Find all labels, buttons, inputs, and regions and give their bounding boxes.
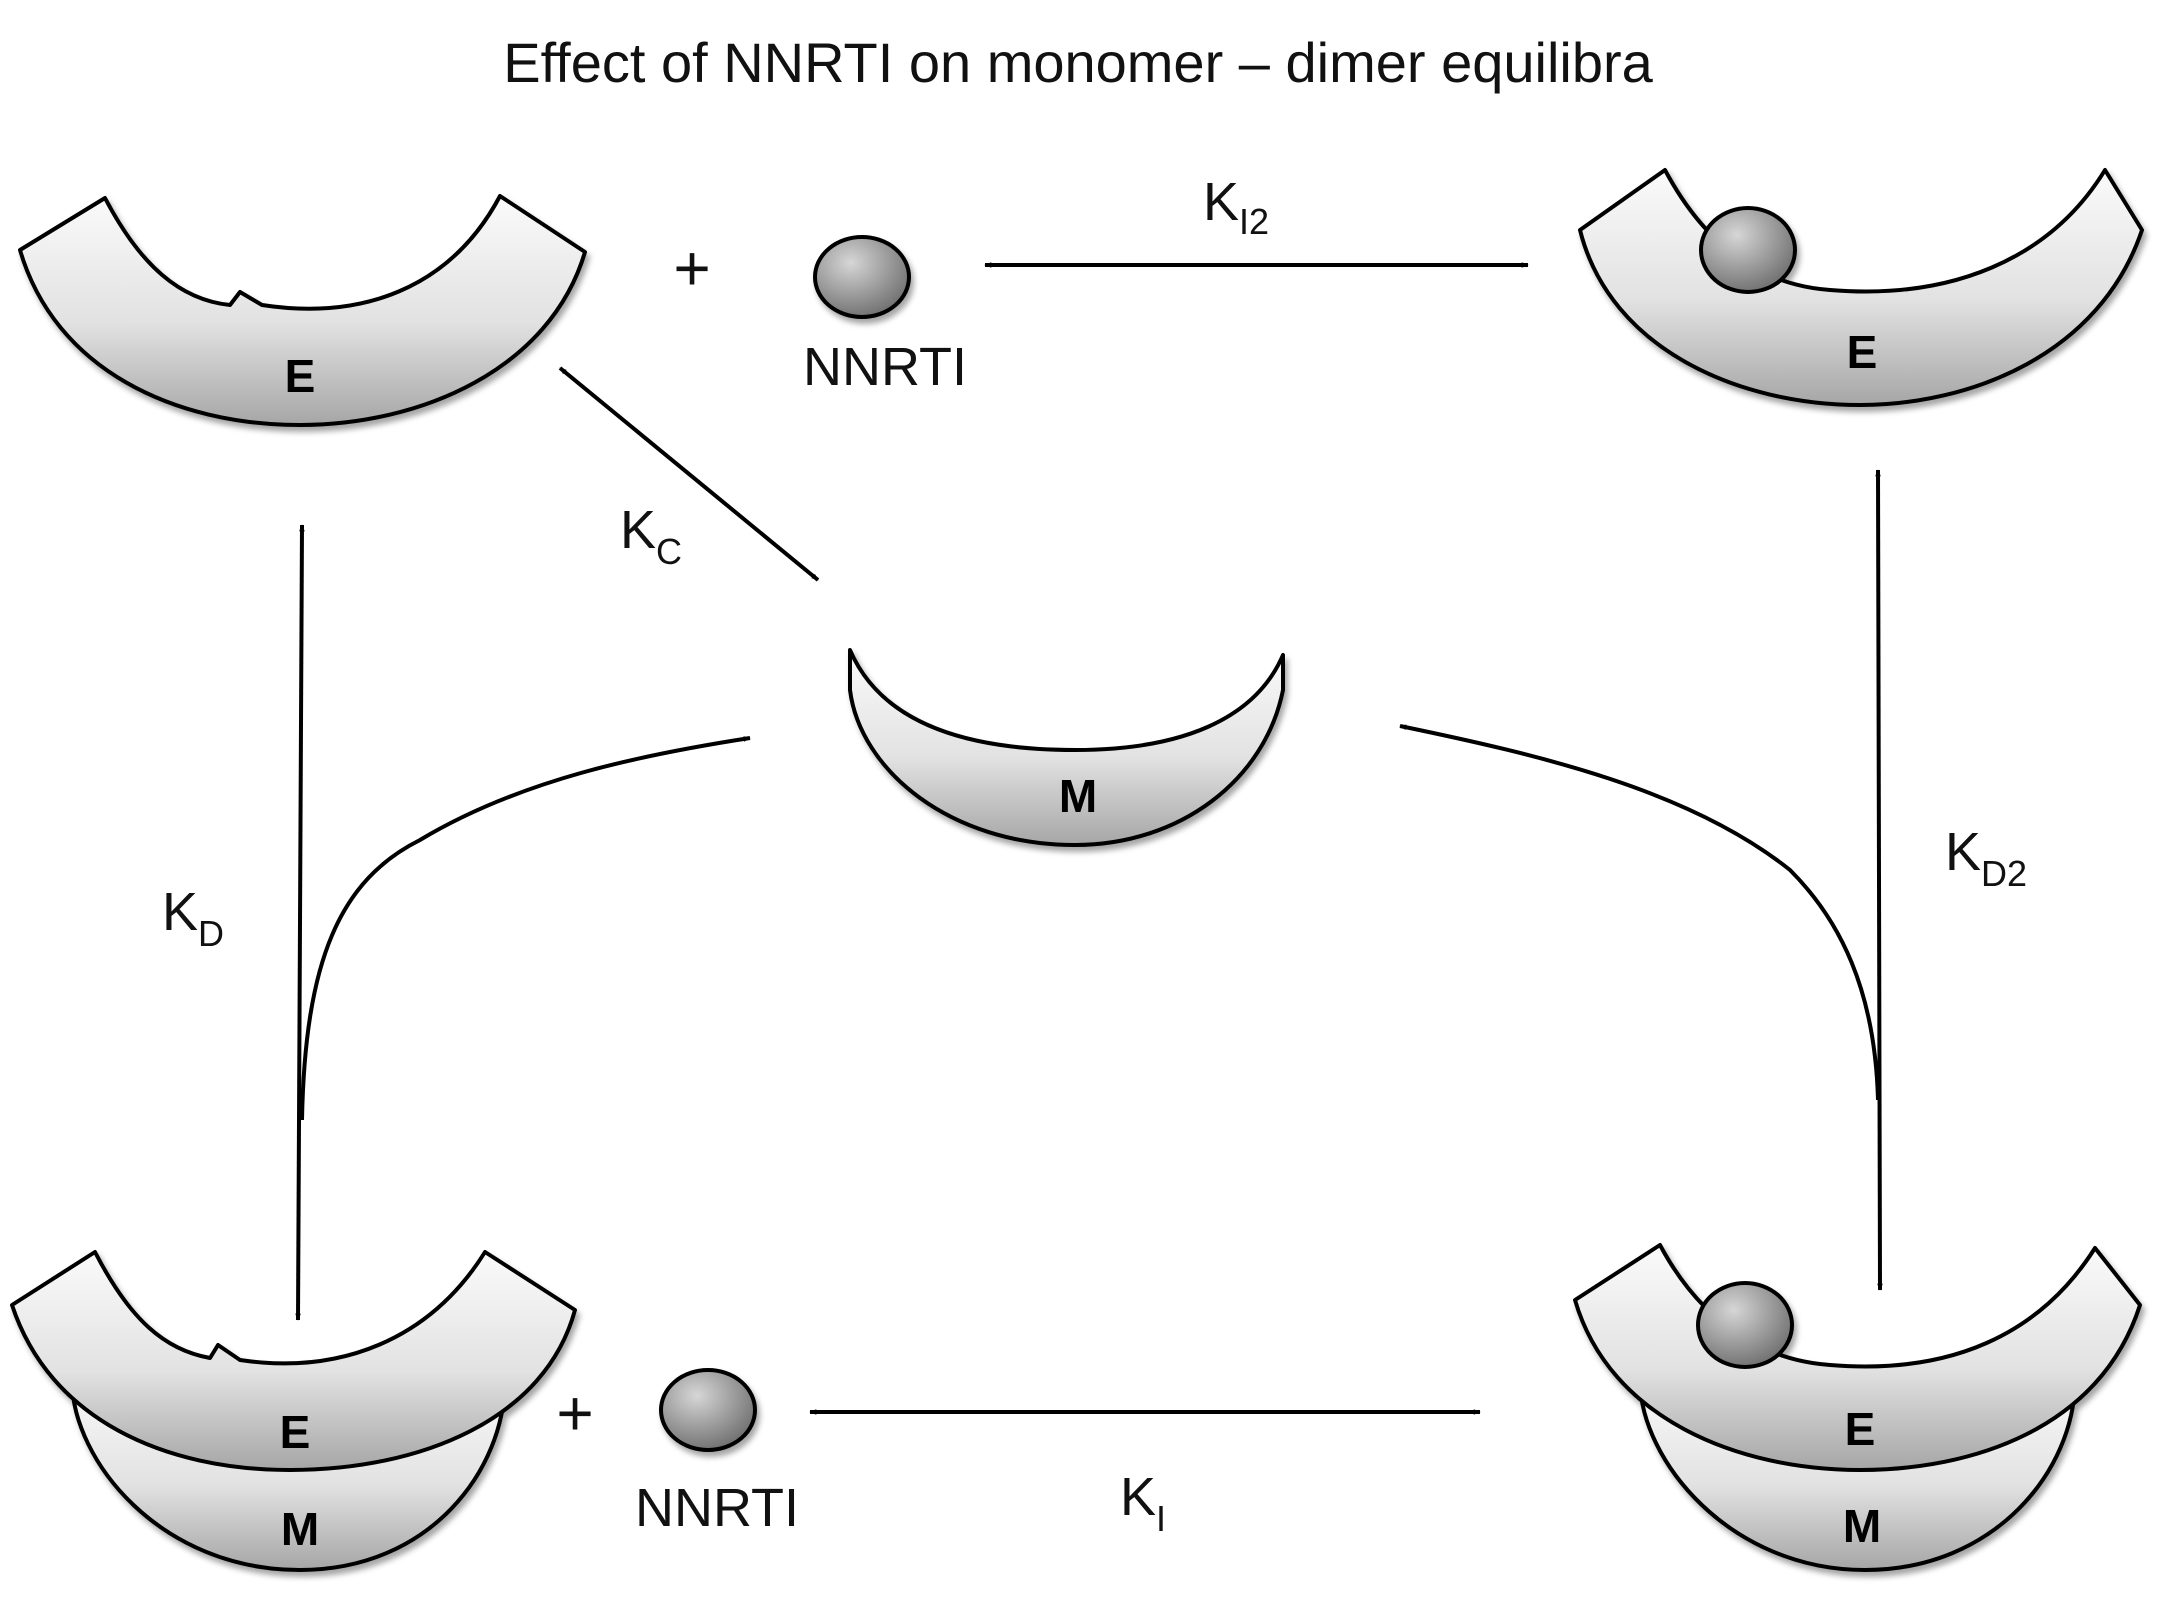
dimer-bound: E M [1573, 1243, 2142, 1572]
kd2-subscript: D2 [1981, 853, 2027, 894]
ki-subscript: I [1156, 1498, 1166, 1539]
ki2-main: K [1203, 172, 1239, 232]
kd2-label: KD2 [1945, 822, 2027, 894]
diagram-title: Effect of NNRTI on monomer – dimer equil… [503, 31, 1653, 94]
curved-arrow-dimer-bound-to-monomer [1399, 724, 1880, 1101]
e-bound-letter: E [1847, 326, 1878, 378]
ki-main: K [1120, 1467, 1156, 1527]
dimer-free-e-letter: E [280, 1406, 311, 1458]
e-subunit-free: E [18, 194, 587, 427]
monomer-letter: M [1059, 770, 1097, 822]
dimer-free-m-letter: M [281, 1503, 319, 1555]
kd2-equilibrium-arrow [1875, 469, 1883, 1291]
nnrti-label-top: NNRTI [803, 337, 967, 397]
kc-label: KC [620, 500, 682, 572]
monomer-m: M [848, 648, 1285, 847]
kc-equilibrium-arrow [558, 366, 820, 582]
ki2-label: KI2 [1203, 172, 1269, 242]
dimer-bound-e-letter: E [1845, 1403, 1876, 1455]
plus-sign-bottom: + [556, 1377, 593, 1449]
dimer-free: E M [10, 1250, 577, 1572]
e-free-letter: E [285, 350, 316, 402]
kc-main: K [620, 500, 656, 560]
kd-main: K [162, 882, 198, 942]
nnrti-ligand-top [813, 235, 911, 319]
nnrti-ligand-bottom [659, 1368, 757, 1452]
kd-subscript: D [198, 913, 224, 954]
ki2-subscript: I2 [1239, 201, 1269, 242]
kc-subscript: C [656, 531, 682, 572]
curved-arrow-dimer-free-to-monomer [300, 736, 751, 1121]
kd2-main: K [1945, 822, 1981, 882]
e-subunit-bound: E [1578, 168, 2144, 407]
dimer-bound-m-letter: M [1843, 1500, 1881, 1552]
kd-label: KD [162, 882, 224, 954]
kd-equilibrium-arrow [295, 524, 305, 1321]
plus-sign-top: + [673, 232, 710, 304]
nnrti-label-bottom: NNRTI [635, 1478, 799, 1538]
ki-label: KI [1120, 1467, 1166, 1539]
